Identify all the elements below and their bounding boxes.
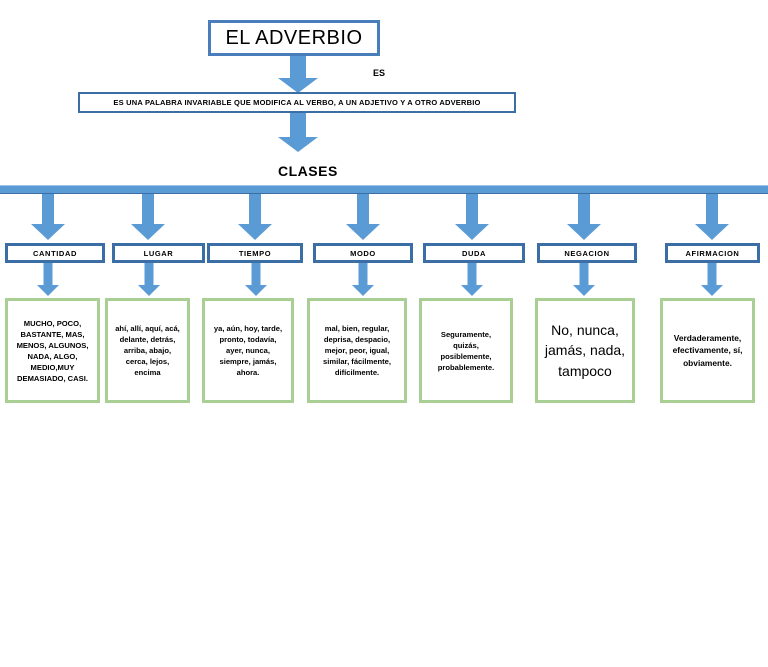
arrow-head [455, 224, 489, 240]
arrow-shaft [707, 263, 717, 285]
arrow-shaft [578, 194, 590, 224]
category-box-cantidad[interactable]: CANTIDAD [5, 243, 105, 263]
category-box-tiempo[interactable]: TIEMPO [207, 243, 303, 263]
examples-box-duda: Seguramente, quizás, posiblemente, proba… [419, 298, 513, 403]
arrow-to-category-lugar [128, 194, 168, 242]
examples-text: ya, aún, hoy, tarde, pronto, todavía, ay… [213, 324, 283, 377]
page-title: EL ADVERBIO [225, 26, 363, 49]
category-label: NEGACION [564, 248, 610, 258]
arrow-duda-to-examples [459, 263, 485, 297]
arrow-afirmacion-to-examples [699, 263, 725, 297]
category-label: TIEMPO [238, 248, 272, 258]
examples-box-lugar: ahí, allí, aquí, acá, delante, detrás, a… [105, 298, 190, 403]
arrow-shaft [249, 194, 261, 224]
arrow-to-category-afirmacion [692, 194, 732, 242]
arrow-shaft [706, 194, 718, 224]
arrow-head [278, 78, 318, 93]
examples-text: No, nunca, jamás, nada, tampoco [544, 322, 626, 379]
title-box: EL ADVERBIO [208, 20, 380, 56]
arrow-shaft [43, 263, 53, 285]
examples-text: Seguramente, quizás, posiblemente, proba… [437, 329, 495, 372]
examples-text: mal, bien, regular, deprisa, despacio, m… [323, 324, 391, 377]
arrow-shaft [467, 263, 477, 285]
category-label: LUGAR [143, 248, 174, 258]
arrow-to-category-cantidad [28, 194, 68, 242]
arrow-shaft [144, 263, 154, 285]
arrow-shaft [42, 194, 54, 224]
arrow-head [701, 285, 723, 296]
category-box-negacion[interactable]: NEGACION [537, 243, 637, 263]
arrow-shaft [290, 56, 306, 78]
examples-box-afirmacion: Verdaderamente, efectivamente, sí, obvia… [660, 298, 755, 403]
examples-text: ahí, allí, aquí, acá, delante, detrás, a… [115, 324, 180, 377]
connector-label-es: ES [373, 68, 386, 78]
arrow-shaft [290, 113, 306, 137]
arrow-head [346, 224, 380, 240]
arrow-head [278, 137, 318, 152]
examples-box-modo: mal, bien, regular, deprisa, despacio, m… [307, 298, 407, 403]
examples-box-negacion: No, nunca, jamás, nada, tampoco [535, 298, 635, 403]
category-label: CANTIDAD [33, 248, 77, 258]
arrow-head [245, 285, 267, 296]
arrow-to-category-duda [452, 194, 492, 242]
arrow-shaft [579, 263, 589, 285]
category-box-afirmacion[interactable]: AFIRMACION [665, 243, 760, 263]
arrow-to-category-negacion [564, 194, 604, 242]
arrow-head [352, 285, 374, 296]
arrow-head [461, 285, 483, 296]
category-label: DUDA [461, 248, 487, 258]
arrow-head [238, 224, 272, 240]
arrow-head [131, 224, 165, 240]
arrow-modo-to-examples [350, 263, 376, 297]
arrow-shaft [251, 263, 261, 285]
arrow-to-category-tiempo [235, 194, 275, 242]
arrow-head [37, 285, 59, 296]
examples-text: Verdaderamente, efectivamente, sí, obvia… [672, 333, 743, 368]
arrow-title-to-definition [278, 56, 318, 93]
arrow-head [31, 224, 65, 240]
definition-text: ES UNA PALABRA INVARIABLE QUE MODIFICA A… [113, 98, 481, 107]
arrow-head [573, 285, 595, 296]
category-box-lugar[interactable]: LUGAR [112, 243, 205, 263]
category-label: AFIRMACION [685, 248, 740, 258]
examples-text: MUCHO, POCO, BASTANTE, MAS, MENOS, ALGUN… [16, 318, 89, 383]
arrow-shaft [142, 194, 154, 224]
arrow-definition-to-classes [278, 113, 318, 153]
category-label: MODO [350, 248, 376, 258]
arrow-lugar-to-examples [136, 263, 162, 297]
definition-box: ES UNA PALABRA INVARIABLE QUE MODIFICA A… [78, 92, 516, 113]
examples-box-cantidad: MUCHO, POCO, BASTANTE, MAS, MENOS, ALGUN… [5, 298, 100, 403]
arrow-head [138, 285, 160, 296]
examples-box-tiempo: ya, aún, hoy, tarde, pronto, todavía, ay… [202, 298, 294, 403]
arrow-cantidad-to-examples [35, 263, 61, 297]
classes-label: CLASES [278, 163, 338, 179]
arrow-tiempo-to-examples [243, 263, 269, 297]
category-box-modo[interactable]: MODO [313, 243, 413, 263]
arrow-negacion-to-examples [571, 263, 597, 297]
arrow-head [567, 224, 601, 240]
arrow-to-category-modo [343, 194, 383, 242]
arrow-head [695, 224, 729, 240]
arrow-shaft [357, 194, 369, 224]
arrow-shaft [466, 194, 478, 224]
category-box-duda[interactable]: DUDA [423, 243, 525, 263]
arrow-shaft [358, 263, 368, 285]
classes-distribution-bar [0, 185, 768, 194]
